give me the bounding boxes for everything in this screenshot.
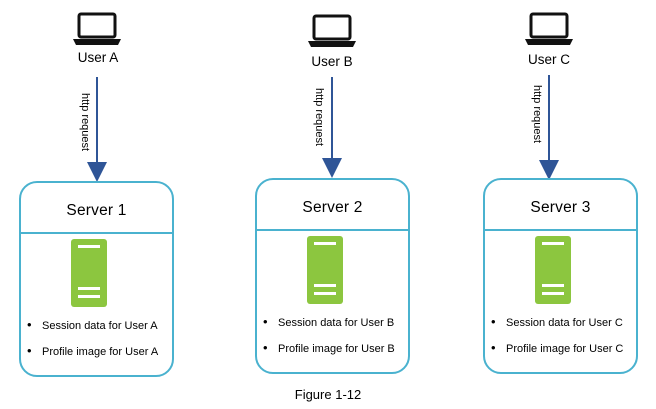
divider bbox=[485, 229, 636, 231]
server-title: Server 1 bbox=[66, 202, 127, 219]
list-item: Session data for User C bbox=[489, 315, 636, 342]
divider bbox=[21, 232, 172, 234]
server-contents: Session data for User C Profile image fo… bbox=[489, 315, 636, 368]
laptop-icon bbox=[525, 12, 573, 45]
http-request-label: http request bbox=[313, 88, 325, 147]
server-icon bbox=[71, 239, 107, 307]
server-1-box: Server 1 Session data for User A Profile… bbox=[19, 181, 174, 377]
server-icon bbox=[307, 236, 343, 304]
server-title: Server 3 bbox=[530, 199, 591, 216]
server-contents: Session data for User A Profile image fo… bbox=[25, 318, 172, 371]
list-item: Profile image for User A bbox=[25, 344, 172, 371]
http-request-label: http request bbox=[79, 93, 91, 152]
user-label: User A bbox=[77, 50, 119, 65]
server-contents: Session data for User B Profile image fo… bbox=[261, 315, 408, 368]
laptop-icon bbox=[308, 14, 356, 47]
figure-caption: Figure 1-12 bbox=[294, 387, 362, 402]
list-item: Session data for User B bbox=[261, 315, 408, 342]
server-icon bbox=[535, 236, 571, 304]
list-item: Profile image for User C bbox=[489, 341, 636, 368]
server-3-box: Server 3 Session data for User C Profile… bbox=[483, 178, 638, 374]
divider bbox=[257, 229, 408, 231]
http-request-label: http request bbox=[531, 85, 543, 144]
server-title: Server 2 bbox=[302, 199, 363, 216]
user-label: User B bbox=[311, 54, 353, 69]
laptop-icon bbox=[73, 12, 121, 45]
list-item: Session data for User A bbox=[25, 318, 172, 345]
user-label: User C bbox=[527, 52, 570, 67]
server-2-box: Server 2 Session data for User B Profile… bbox=[255, 178, 410, 374]
list-item: Profile image for User B bbox=[261, 341, 408, 368]
